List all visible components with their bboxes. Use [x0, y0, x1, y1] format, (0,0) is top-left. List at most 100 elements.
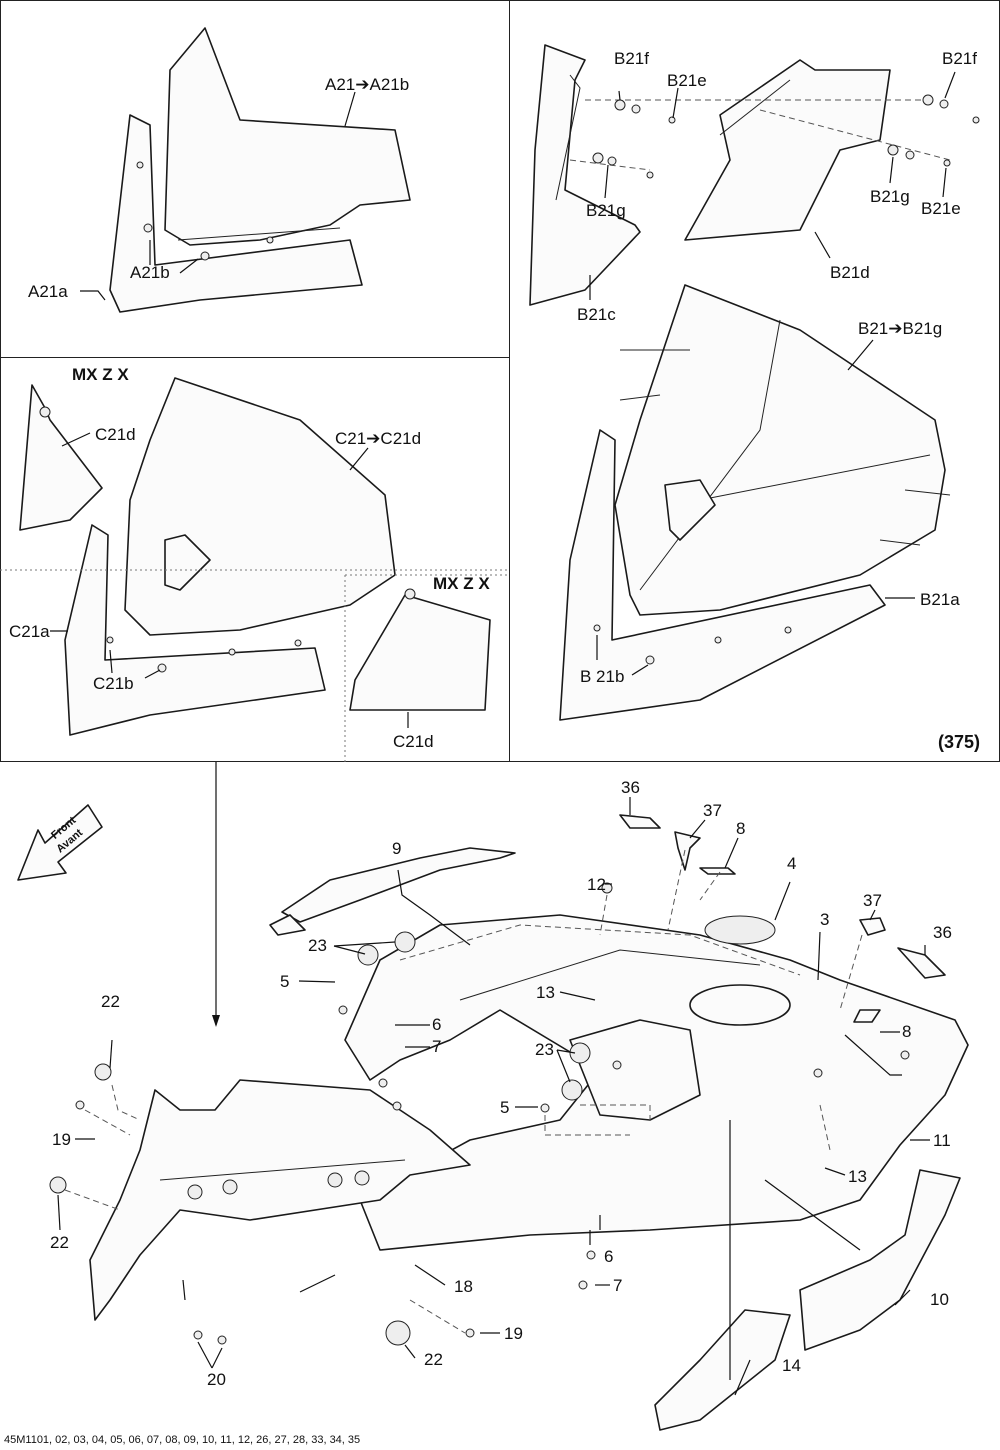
- front-arrow: [17, 804, 103, 881]
- lead-b21f-l: [618, 90, 621, 101]
- callout-37-right: 37: [863, 891, 882, 910]
- callout-3: 3: [820, 910, 830, 929]
- callout-22-left: 22: [50, 1233, 69, 1252]
- page-reference: (375): [938, 732, 981, 752]
- callout-19-left: 19: [52, 1130, 71, 1149]
- callout-6-top: 6: [432, 1015, 442, 1034]
- lead-b21d: [814, 231, 831, 259]
- label-b21f-left: B21f: [614, 49, 649, 68]
- callout-18: 18: [454, 1277, 473, 1296]
- callout-23-top: 23: [308, 936, 327, 955]
- lead-10-curve: [764, 1179, 861, 1251]
- panel-a-windshield: [109, 27, 411, 313]
- lead-23b-2: [556, 1049, 571, 1083]
- callout-36-top: 36: [621, 778, 640, 797]
- callout-5-middle: 5: [500, 1098, 510, 1117]
- label-c21d-bottom: C21d: [393, 732, 434, 751]
- lead-18: [414, 1264, 446, 1286]
- callout-14: 14: [782, 1356, 801, 1375]
- lead-22a: [109, 1039, 113, 1069]
- part-10-side-panel: [799, 1169, 961, 1351]
- label-c21-assembly: C21➔C21d: [335, 429, 422, 448]
- model-label-mxzx-bottom: MX Z X: [433, 574, 490, 593]
- lead-b21e-l: [672, 87, 679, 119]
- lead-b21g-l: [604, 164, 609, 199]
- label-c21a: C21a: [9, 622, 50, 641]
- lead-14: [734, 1359, 751, 1396]
- hardware: [49, 814, 946, 1346]
- callout-12: 12: [587, 875, 606, 894]
- lead-13a: [559, 991, 596, 1001]
- label-c21d-top: C21d: [95, 425, 136, 444]
- lead-23b: [556, 1049, 576, 1054]
- lead-4: [774, 881, 791, 921]
- callout-8-right: 8: [902, 1022, 912, 1041]
- model-label-mxzx-top: MX Z X: [72, 365, 129, 384]
- lead-c21d-top: [61, 432, 91, 447]
- lead-c21b: [109, 649, 113, 674]
- lead-22c: [404, 1344, 416, 1359]
- lead-20: [197, 1341, 213, 1369]
- callout-36-right: 36: [933, 923, 952, 942]
- label-a21a: A21a: [28, 282, 68, 301]
- callout-22-bottom: 22: [424, 1350, 443, 1369]
- lead-13b: [824, 1167, 846, 1176]
- label-b21c: B21c: [577, 305, 616, 324]
- lead-a21a: [80, 290, 106, 301]
- callout-22-top: 22: [101, 992, 120, 1011]
- label-b21g-left: B21g: [586, 201, 626, 220]
- lead-3: [817, 931, 821, 981]
- lead-c21b-2: [144, 669, 161, 679]
- figure-reference-footer: 45M1101, 02, 03, 04, 05, 06, 07, 08, 09,…: [4, 1434, 361, 1446]
- label-b21e-left: B21e: [667, 71, 707, 90]
- callout-20: 20: [207, 1370, 226, 1389]
- part-18-bottom-pan: [89, 1079, 471, 1321]
- part-3-hood: [344, 914, 969, 1251]
- label-b21b: B 21b: [580, 667, 625, 686]
- callout-5-top: 5: [280, 972, 290, 991]
- callout-9: 9: [392, 839, 402, 858]
- lead-23a-2: [333, 941, 396, 947]
- label-b21e-right: B21e: [921, 199, 961, 218]
- lead-arrow-pan-2: [299, 1274, 336, 1293]
- lead-22b: [57, 1194, 61, 1231]
- label-b21-assembly: B21➔B21g: [858, 319, 943, 338]
- lead-37a: [689, 819, 706, 839]
- callout-23-middle: 23: [535, 1040, 554, 1059]
- panel-c-windshield: [0, 377, 510, 762]
- callout-10: 10: [930, 1290, 949, 1309]
- callout-7-top: 7: [432, 1037, 442, 1056]
- link-line-arrowhead: [212, 1015, 220, 1027]
- lead-b21g-r: [889, 156, 894, 184]
- callout-13-top: 13: [536, 983, 555, 1002]
- lead-8b-curve: [844, 1034, 902, 1076]
- lead-b21e-r: [942, 167, 947, 198]
- label-a21-assembly: A21➔A21b: [325, 75, 410, 94]
- lead-arrow-pan: [182, 1279, 186, 1301]
- callout-37-top: 37: [703, 801, 722, 820]
- lead-37b: [869, 909, 876, 921]
- label-b21a: B21a: [920, 590, 960, 609]
- label-b21d: B21d: [830, 263, 870, 282]
- lead-8a: [724, 837, 739, 869]
- label-a21b: A21b: [130, 263, 170, 282]
- lead-23a: [333, 945, 366, 955]
- label-c21b: C21b: [93, 674, 134, 693]
- callout-19-bottom: 19: [504, 1324, 523, 1343]
- callout-7-bottom: 7: [613, 1276, 623, 1295]
- lead-5a: [298, 980, 336, 983]
- lead-a21: [344, 91, 356, 127]
- lead-9: [397, 869, 471, 946]
- callout-4: 4: [787, 854, 797, 873]
- lead-b21: [847, 339, 874, 371]
- callout-11: 11: [933, 1131, 951, 1150]
- callout-8-top: 8: [736, 819, 746, 838]
- callout-13-right: 13: [848, 1167, 867, 1186]
- lead-b21b-2: [631, 664, 649, 676]
- part-14-knee-pad: [654, 1309, 791, 1431]
- panel-b-side-deflectors: [529, 44, 980, 306]
- lead-a21b-2: [179, 258, 199, 274]
- callout-6-bottom: 6: [604, 1247, 614, 1266]
- lead-c21: [349, 447, 369, 471]
- panel-b-windshield: [559, 284, 951, 721]
